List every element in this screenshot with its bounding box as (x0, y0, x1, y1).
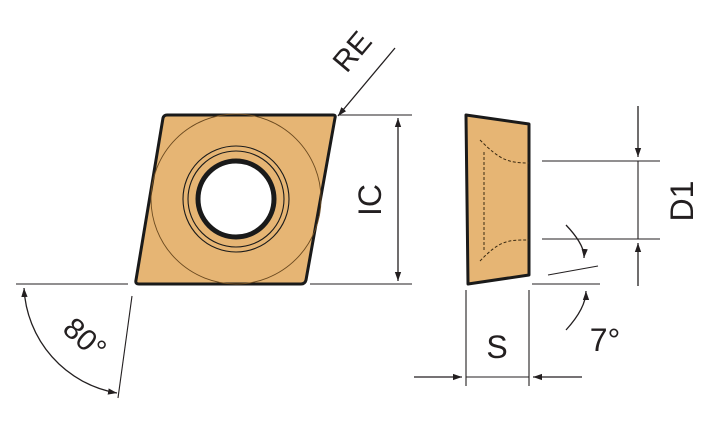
re-label: RE (327, 25, 379, 78)
angle-80-dimension: 80° (16, 283, 133, 399)
angle-80-label: 80° (56, 311, 112, 366)
angle-7-label: 7° (590, 322, 621, 358)
re-dimension: RE (327, 25, 396, 117)
inscribed-circle (150, 113, 322, 285)
hole-bevel-ring (187, 150, 285, 248)
insert-front-view (134, 113, 337, 286)
d1-dimension: D1 (542, 106, 700, 286)
hole-hidden-line (479, 139, 530, 262)
insert-side-profile (464, 113, 531, 286)
center-hole (195, 158, 277, 240)
clamp-seat-circle (182, 145, 290, 253)
ic-dimension: IC (310, 114, 412, 285)
s-label: S (486, 329, 507, 365)
insert-side-view (464, 113, 531, 286)
s-dimension: S (414, 290, 582, 386)
ic-label: IC (352, 184, 388, 216)
angle-7-dimension: 7° (532, 224, 621, 358)
d1-label: D1 (664, 181, 700, 222)
